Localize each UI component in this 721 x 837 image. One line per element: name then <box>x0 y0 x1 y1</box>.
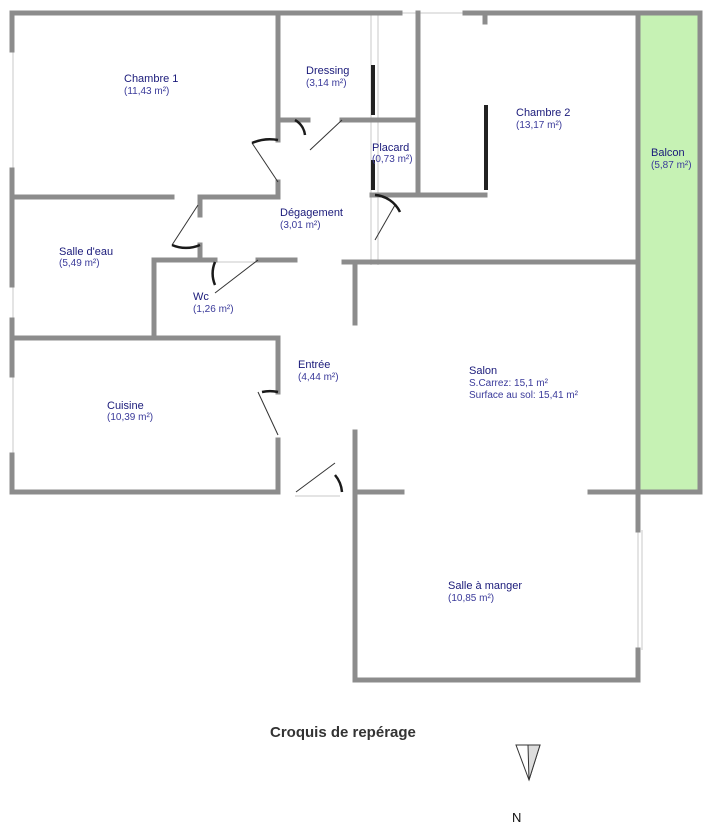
door-leaves <box>171 119 396 493</box>
room-label-cuisine: Cuisine <box>107 400 144 412</box>
north-arrow-icon <box>515 744 541 782</box>
room-area-balcon: (5,87 m²) <box>651 160 692 171</box>
door-arcs <box>171 118 402 493</box>
room-carrez-salon: S.Carrez: 15,1 m² <box>469 378 549 389</box>
plan-caption: Croquis de repérage <box>270 724 416 741</box>
room-area-dressing: (3,14 m²) <box>306 78 347 89</box>
balcony-area <box>637 12 700 493</box>
room-area-degagement: (3,01 m²) <box>280 220 321 231</box>
closet-walls <box>371 65 488 190</box>
room-area-salle-manger: (10,85 m²) <box>448 593 494 604</box>
walls <box>9 10 703 683</box>
room-label-wc: Wc <box>193 291 209 303</box>
room-area-wc: (1,26 m²) <box>193 304 234 315</box>
room-label-dressing: Dressing <box>306 65 349 77</box>
window-lines <box>12 12 643 650</box>
room-label-chambre1: Chambre 1 <box>124 73 178 85</box>
room-label-entree: Entrée <box>298 359 330 371</box>
north-label: N <box>512 810 521 825</box>
room-area-chambre2: (13,17 m²) <box>516 120 562 131</box>
room-area-chambre1: (11,43 m²) <box>124 86 169 97</box>
room-label-chambre2: Chambre 2 <box>516 107 570 119</box>
room-surface-salon: Surface au sol: 15,41 m² <box>469 390 579 401</box>
room-area-placard: (0,73 m²) <box>372 154 413 165</box>
room-label-balcon: Balcon <box>651 147 685 159</box>
room-label-degagement: Dégagement <box>280 207 343 219</box>
room-area-entree: (4,44 m²) <box>298 372 339 383</box>
room-area-cuisine: (10,39 m²) <box>107 412 153 423</box>
room-label-salon: Salon <box>469 365 497 377</box>
room-label-salle-eau: Salle d'eau <box>59 246 113 258</box>
room-label-salle-manger: Salle à manger <box>448 580 522 592</box>
room-area-salle-eau: (5,49 m²) <box>59 258 100 269</box>
room-label-placard: Placard <box>372 142 409 154</box>
